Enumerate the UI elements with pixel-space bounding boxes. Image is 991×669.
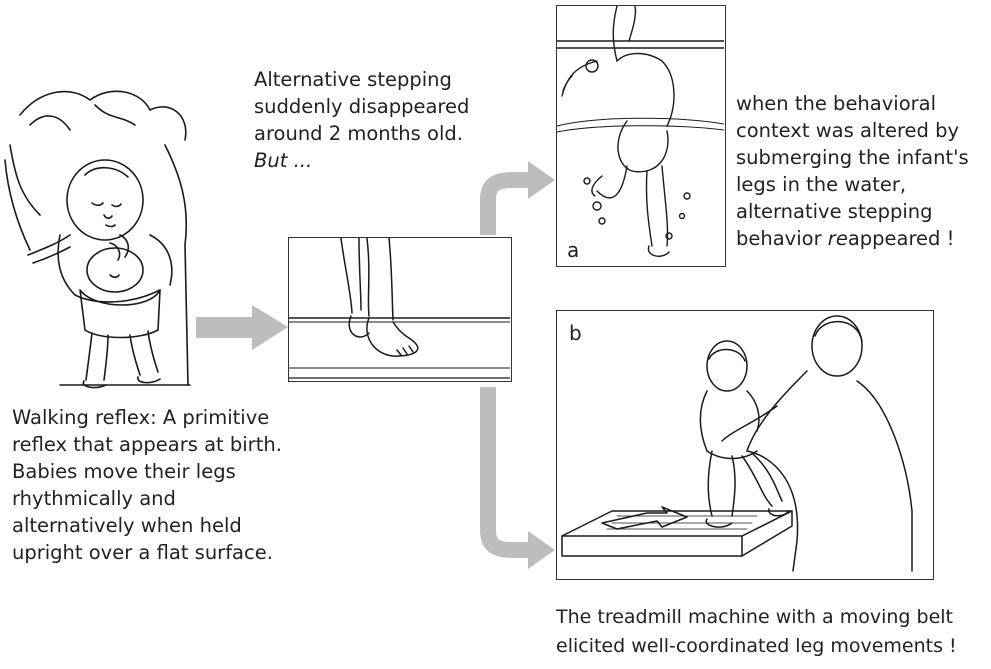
right-arrow: [196, 305, 288, 350]
treadmill-line-2: elicited well-coordinated leg movements …: [556, 635, 957, 657]
water-line-6-prefix: behavior: [736, 227, 828, 250]
water-line-5: alternative stepping: [736, 200, 933, 223]
water-line-3: submerging the infant's: [736, 146, 969, 169]
walking-reflex-line-4: rhythmically and: [12, 487, 176, 510]
water-text: when the behavioral context was altered …: [736, 90, 969, 252]
water-line-1: when the behavioral: [736, 92, 937, 115]
water-line-4: legs in the water,: [736, 173, 907, 196]
branch-arrows: [480, 161, 555, 495]
alt-stepping-line-3: around 2 months old.: [254, 122, 463, 145]
walking-reflex-line-3: Babies move their legs: [12, 460, 236, 483]
walking-reflex-line-1: Walking reflex: A primitive: [12, 406, 270, 429]
water-line-6-suffix: appeared !: [847, 227, 955, 250]
alt-stepping-text: Alternative stepping suddenly disappeare…: [254, 66, 469, 174]
treadmill-line-1: The treadmill machine with a moving belt: [556, 606, 953, 628]
panel-a-water: a: [556, 5, 726, 267]
panel-b-label: b: [569, 321, 582, 345]
alt-stepping-line-4: But ...: [254, 149, 313, 172]
walking-reflex-line-2: reflex that appears at birth.: [12, 433, 282, 456]
alt-stepping-line-2: suddenly disappeared: [254, 95, 470, 118]
water-drawing: [557, 6, 724, 257]
panel-b-treadmill: b: [556, 310, 934, 580]
treadmill-text: The treadmill machine with a moving belt…: [556, 603, 957, 661]
alt-stepping-line-1: Alternative stepping: [254, 68, 452, 91]
water-line-2: context was altered by: [736, 119, 960, 142]
treadmill-drawing: [561, 315, 913, 572]
flat-surface-frame: [288, 237, 512, 382]
water-line-6: behavior reappeared !: [736, 225, 969, 252]
walking-reflex-illustration: [0, 85, 195, 395]
water-line-6-italic: re: [827, 227, 848, 250]
walking-reflex-line-6: upright over a flat surface.: [12, 541, 273, 564]
flat-surface-drawing: [289, 238, 510, 379]
walking-reflex-line-5: alternatively when held: [12, 514, 242, 537]
down-right-arrow: [480, 490, 555, 569]
panel-a-label: a: [567, 238, 580, 262]
walking-reflex-drawing: [4, 90, 191, 389]
walking-reflex-text: Walking reflex: A primitive reflex that …: [12, 404, 282, 566]
